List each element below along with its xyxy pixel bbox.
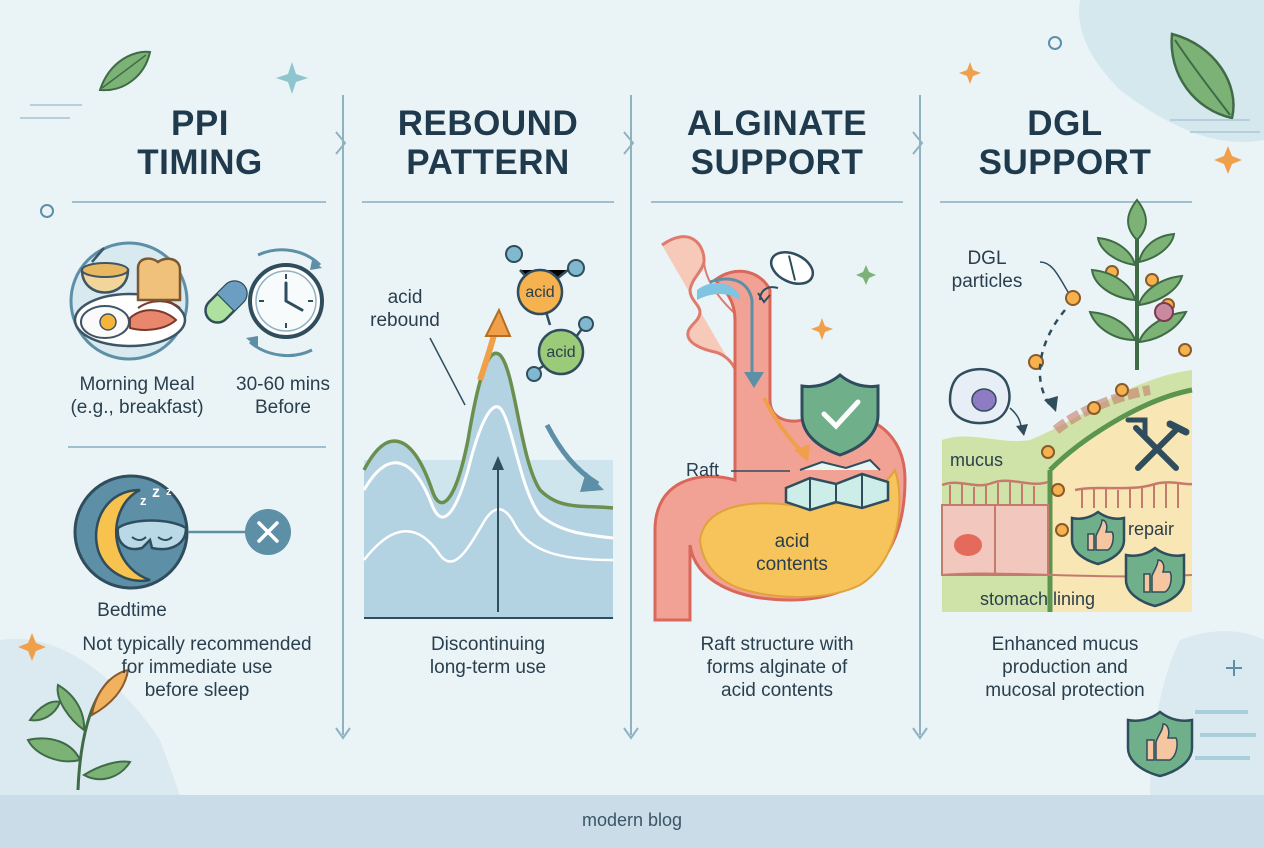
cell-icon	[948, 367, 1011, 425]
column-title: REBOUND PATTERN	[397, 104, 579, 182]
plant-icon	[26, 668, 132, 791]
dgl-particles-label: DGL particles	[951, 248, 1023, 292]
column-caption: Discontinuing long-term use	[429, 634, 547, 678]
svg-text:z: z	[140, 493, 147, 508]
acid-molecule-icon	[526, 316, 594, 382]
shield-thumbs-up-icon	[1124, 546, 1186, 608]
sparkle-icon	[276, 62, 308, 94]
molecule-label: acid	[525, 284, 555, 301]
shield-check-icon	[800, 373, 880, 457]
meal-label: Morning Meal (e.g., breakfast)	[70, 374, 204, 418]
footer-text: modern blog	[581, 810, 683, 830]
cross-icon	[245, 509, 291, 555]
rebound-annotation: acid rebound	[370, 287, 440, 331]
molecule-label: acid	[546, 344, 576, 361]
column-divider	[335, 95, 928, 740]
column-title: DGL SUPPORT	[978, 104, 1152, 182]
alginate-raft-icon	[784, 458, 890, 512]
svg-text:z: z	[152, 484, 160, 501]
repair-label: repair	[1128, 519, 1175, 539]
dgl-particle-icon	[1028, 265, 1192, 537]
clock-icon	[246, 248, 324, 357]
bedtime-label: Bedtime	[97, 600, 167, 621]
column-title: PPI TIMING	[137, 104, 263, 182]
column-dgl-support: DGL SUPPORT Enhanced mucus production an…	[920, 0, 1210, 795]
column-caption: Enhanced mucus production and mucosal pr…	[985, 634, 1145, 701]
raft-label: Raft	[686, 460, 720, 480]
shield-thumbs-up-icon	[1070, 510, 1126, 566]
acid-contents-label: acid contents	[756, 531, 828, 575]
column-alginate-support: ALGINATE SUPPORT Raft structure with for…	[632, 0, 922, 795]
tools-icon	[1125, 417, 1190, 471]
footer-bar: modern blog	[0, 795, 1264, 848]
rebound-chart	[362, 307, 614, 619]
timing-label: 30-60 mins Before	[236, 374, 330, 418]
svg-text:z: z	[166, 486, 172, 498]
shield-thumbs-up-icon	[1126, 710, 1256, 778]
column-caption: Not typically recommended for immediate …	[82, 634, 312, 701]
big-leaf-icon	[1170, 32, 1235, 120]
column-rebound-pattern: REBOUND PATTERN Discontinuing long-term …	[343, 0, 633, 795]
column-ppi-timing: PPI TIMING	[55, 0, 345, 795]
stomach-lining-label: stomach lining	[980, 589, 1096, 609]
mucus-label: mucus	[950, 450, 1004, 470]
column-title: ALGINATE SUPPORT	[686, 104, 868, 182]
column-caption: Raft structure with forms alginate of ac…	[700, 634, 854, 701]
moon-sleep-icon: z z z	[73, 474, 189, 590]
licorice-plant-icon	[1088, 198, 1188, 370]
pill-icon	[204, 280, 248, 324]
leaf-icon	[98, 50, 152, 92]
acid-molecule-icon	[505, 245, 585, 326]
breakfast-plate-icon	[69, 241, 189, 361]
pill-tablet-icon	[769, 251, 815, 285]
